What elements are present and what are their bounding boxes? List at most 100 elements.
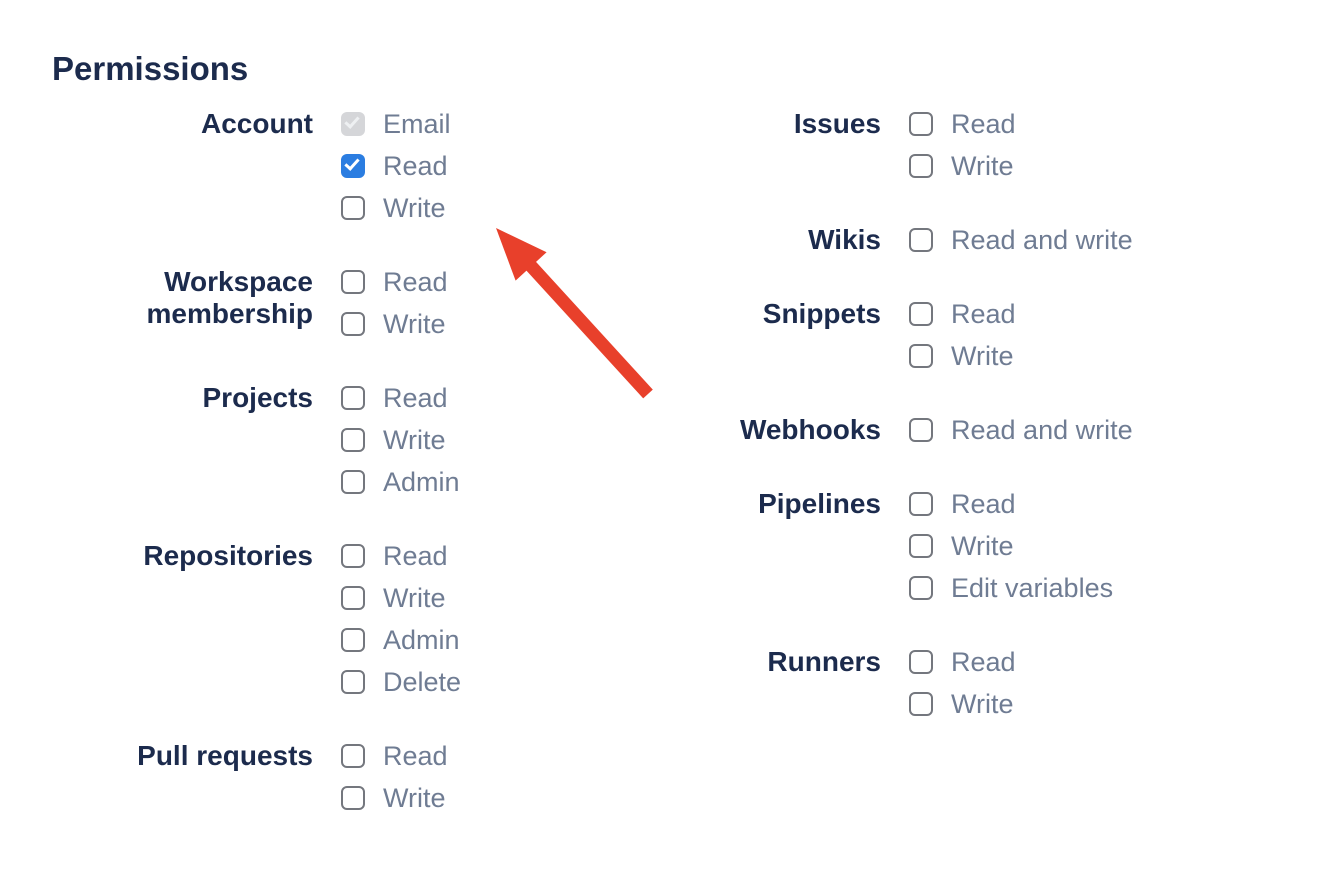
permission-group-pull-requests: Pull requests Read Write: [52, 735, 620, 819]
checkbox-label: Read: [383, 382, 448, 413]
permission-group-label: Webhooks: [739, 414, 881, 445]
option-snippets-read[interactable]: Read: [909, 293, 1016, 335]
repositories-admin-checkbox[interactable]: [341, 628, 365, 652]
option-account-email: Email: [341, 103, 451, 145]
checkbox-label: Write: [951, 150, 1014, 181]
checkbox-label: Write: [383, 192, 446, 223]
option-issues-read[interactable]: Read: [909, 103, 1016, 145]
snippets-read-checkbox[interactable]: [909, 302, 933, 326]
option-runners-read[interactable]: Read: [909, 641, 1016, 683]
option-pipelines-edit-variables[interactable]: Edit variables: [909, 567, 1113, 609]
permission-group-options: Email Read Write: [341, 103, 451, 229]
option-repositories-delete[interactable]: Delete: [341, 661, 461, 703]
permission-group-options: Read Write: [341, 735, 448, 819]
permission-group-label: Repositories: [143, 540, 313, 571]
checkbox-label: Admin: [383, 624, 460, 655]
wikis-read-and-write-checkbox[interactable]: [909, 228, 933, 252]
permissions-form: Account Email Read Write Workspace membe…: [0, 103, 1322, 851]
permission-group-projects: Projects Read Write Admin: [52, 377, 620, 503]
permission-group-options: Read and write: [909, 409, 1133, 451]
permission-group-label: Issues: [793, 108, 881, 139]
permission-group-webhooks: Webhooks Read and write: [620, 409, 1322, 451]
workspace-membership-write-checkbox[interactable]: [341, 312, 365, 336]
checkmark-icon: [344, 113, 360, 129]
checkbox-label: Email: [383, 108, 451, 139]
checkbox-label: Write: [951, 530, 1014, 561]
option-workspace-membership-read[interactable]: Read: [341, 261, 448, 303]
permission-group-label: Pipelines: [758, 488, 881, 519]
option-repositories-write[interactable]: Write: [341, 577, 461, 619]
account-write-checkbox[interactable]: [341, 196, 365, 220]
permission-group-pipelines: Pipelines Read Write Edit variables: [620, 483, 1322, 609]
option-webhooks-read-and-write[interactable]: Read and write: [909, 409, 1133, 451]
permission-group-runners: Runners Read Write: [620, 641, 1322, 725]
permission-group-options: Read Write: [909, 103, 1016, 187]
checkbox-label: Write: [951, 688, 1014, 719]
permission-group-label: Wikis: [808, 224, 881, 255]
issues-read-checkbox[interactable]: [909, 112, 933, 136]
permissions-column-left: Account Email Read Write Workspace membe…: [52, 103, 620, 851]
runners-write-checkbox[interactable]: [909, 692, 933, 716]
option-wikis-read-and-write[interactable]: Read and write: [909, 219, 1133, 261]
permission-group-options: Read Write Admin: [341, 377, 460, 503]
checkbox-label: Edit variables: [951, 572, 1114, 603]
option-pipelines-write[interactable]: Write: [909, 525, 1113, 567]
permission-group-label: Pull requests: [137, 740, 313, 771]
option-account-write[interactable]: Write: [341, 187, 451, 229]
permission-group-account: Account Email Read Write: [52, 103, 620, 229]
workspace-membership-read-checkbox[interactable]: [341, 270, 365, 294]
permission-group-options: Read Write Admin Delete: [341, 535, 461, 703]
permission-group-workspace-membership: Workspace membership Read Write: [52, 261, 620, 345]
checkbox-label: Read: [951, 646, 1016, 677]
checkbox-label: Read: [951, 298, 1016, 329]
checkbox-label: Read: [383, 150, 448, 181]
pull-requests-read-checkbox[interactable]: [341, 744, 365, 768]
option-projects-read[interactable]: Read: [341, 377, 460, 419]
webhooks-read-and-write-checkbox[interactable]: [909, 418, 933, 442]
permission-group-label: Account: [201, 108, 313, 139]
repositories-write-checkbox[interactable]: [341, 586, 365, 610]
account-email-checkbox: [341, 112, 365, 136]
option-projects-admin[interactable]: Admin: [341, 461, 460, 503]
checkbox-label: Read and write: [951, 414, 1133, 445]
checkbox-label: Read: [951, 488, 1016, 519]
option-issues-write[interactable]: Write: [909, 145, 1016, 187]
runners-read-checkbox[interactable]: [909, 650, 933, 674]
option-account-read[interactable]: Read: [341, 145, 451, 187]
repositories-read-checkbox[interactable]: [341, 544, 365, 568]
checkbox-label: Read: [951, 108, 1016, 139]
page-title: Permissions: [52, 50, 249, 87]
pipelines-edit-variables-checkbox[interactable]: [909, 576, 933, 600]
projects-admin-checkbox[interactable]: [341, 470, 365, 494]
option-repositories-read[interactable]: Read: [341, 535, 461, 577]
checkbox-label: Write: [951, 340, 1014, 371]
issues-write-checkbox[interactable]: [909, 154, 933, 178]
snippets-write-checkbox[interactable]: [909, 344, 933, 368]
pipelines-read-checkbox[interactable]: [909, 492, 933, 516]
option-runners-write[interactable]: Write: [909, 683, 1016, 725]
permission-group-wikis: Wikis Read and write: [620, 219, 1322, 261]
permission-group-options: Read Write: [341, 261, 448, 345]
option-repositories-admin[interactable]: Admin: [341, 619, 461, 661]
option-projects-write[interactable]: Write: [341, 419, 460, 461]
permission-group-options: Read Write Edit variables: [909, 483, 1113, 609]
projects-read-checkbox[interactable]: [341, 386, 365, 410]
pull-requests-write-checkbox[interactable]: [341, 786, 365, 810]
permission-group-options: Read Write: [909, 641, 1016, 725]
checkbox-label: Write: [383, 424, 446, 455]
pipelines-write-checkbox[interactable]: [909, 534, 933, 558]
option-snippets-write[interactable]: Write: [909, 335, 1016, 377]
checkbox-label: Admin: [383, 466, 460, 497]
option-workspace-membership-write[interactable]: Write: [341, 303, 448, 345]
permission-group-options: Read Write: [909, 293, 1016, 377]
option-pull-requests-write[interactable]: Write: [341, 777, 448, 819]
permission-group-options: Read and write: [909, 219, 1133, 261]
repositories-delete-checkbox[interactable]: [341, 670, 365, 694]
checkbox-label: Read: [383, 540, 448, 571]
account-read-checkbox[interactable]: [341, 154, 365, 178]
option-pull-requests-read[interactable]: Read: [341, 735, 448, 777]
projects-write-checkbox[interactable]: [341, 428, 365, 452]
permissions-column-right: Issues Read Write Wikis Read and write S…: [620, 103, 1322, 757]
checkbox-label: Write: [383, 308, 446, 339]
option-pipelines-read[interactable]: Read: [909, 483, 1113, 525]
